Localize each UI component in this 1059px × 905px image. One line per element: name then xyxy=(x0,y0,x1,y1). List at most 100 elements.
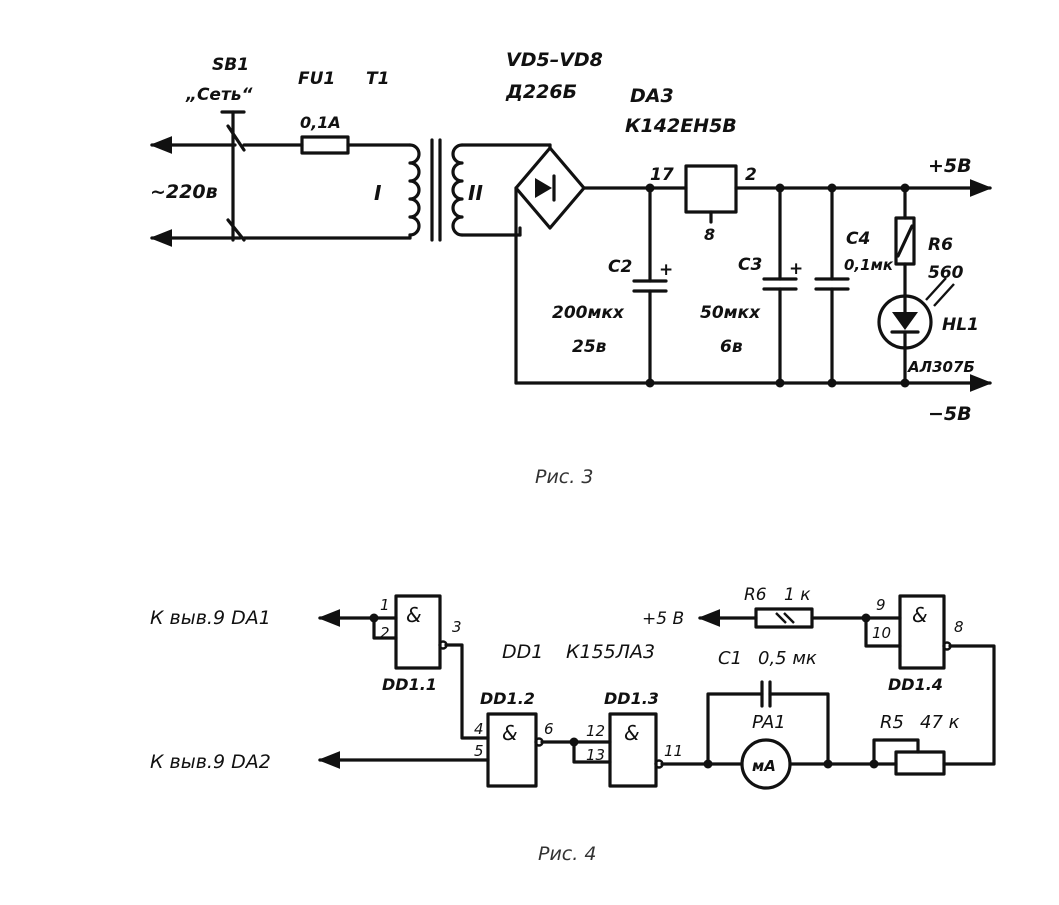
wire-c1-left xyxy=(706,692,764,766)
c3-value: 50мкх xyxy=(700,303,761,323)
transformer-t1 xyxy=(242,138,552,242)
gate-dd1-3 xyxy=(608,712,658,788)
dd1-1-pin1: 1 xyxy=(380,596,390,614)
junction-dot xyxy=(900,183,910,193)
led-hl1 xyxy=(877,277,955,385)
junction-dot xyxy=(827,378,837,388)
junction-dot xyxy=(900,378,910,388)
c3-label: C3 xyxy=(738,255,762,275)
dd1-3-pin13: 13 xyxy=(586,746,605,764)
fuse-fu1 xyxy=(300,135,350,155)
r6-label: R6 xyxy=(928,235,953,255)
junction-dot xyxy=(369,613,379,623)
regulator-da3 xyxy=(684,164,738,214)
mains-label: ~220в xyxy=(150,181,218,203)
c2-plus: + xyxy=(659,260,673,280)
dd1-label: DD1 xyxy=(502,641,543,663)
junction-dot xyxy=(775,183,785,193)
gate-dd1-1 xyxy=(394,594,442,670)
r6-label-fig4: R6 xyxy=(744,585,767,605)
junction-dot xyxy=(775,378,785,388)
fu1-label: FU1 xyxy=(298,69,335,89)
winding-1-label: I xyxy=(374,181,382,205)
gate-dd1-1-symbol: & xyxy=(406,603,422,627)
c4-value: 0,1мк xyxy=(844,256,894,274)
junction-dot xyxy=(861,613,871,623)
sb1-label: SB1 xyxy=(212,55,249,75)
r5-wiper xyxy=(872,738,920,766)
figure-3: ~220в SB1 „Сеть“ FU1 T1 0,1A I II xyxy=(149,49,993,488)
dd1-3-pin12: 12 xyxy=(586,722,605,740)
gate-dd1-3-symbol: & xyxy=(624,721,640,745)
gate-dd1-4 xyxy=(898,594,946,670)
gate-dd1-2 xyxy=(486,712,538,788)
wire-c1-right xyxy=(768,692,830,766)
hl1-type: АЛ307Б xyxy=(907,358,975,376)
dd1-2-pin4: 4 xyxy=(474,720,484,738)
r5-value: 47 к xyxy=(920,712,960,733)
junction-dot xyxy=(823,759,833,769)
c3-plus: + xyxy=(789,259,803,279)
dd1-1-input-tie xyxy=(372,616,398,640)
vd-range: VD5–VD8 xyxy=(506,49,603,71)
da3-pin2: 2 xyxy=(745,165,757,185)
plus5-label: +5В xyxy=(928,155,972,177)
figure-3-caption: Рис. 3 xyxy=(535,466,593,488)
r6-value-fig4: 1 к xyxy=(784,585,811,605)
resistor-r6-fig4 xyxy=(754,607,814,629)
dd1-1-pin2: 2 xyxy=(380,624,390,642)
da3-pin8: 8 xyxy=(704,225,715,244)
c1-value: 0,5 мк xyxy=(758,648,817,669)
gate-dd1-2-symbol: & xyxy=(502,721,518,745)
r5-label: R5 xyxy=(880,712,904,733)
dd1-2-label: DD1.2 xyxy=(480,689,535,708)
da3-label: DA3 xyxy=(630,85,674,107)
diode-bridge xyxy=(514,143,652,385)
dd1-4-pin9: 9 xyxy=(876,596,886,614)
junction-dot xyxy=(569,737,579,747)
dd1-4-pin10: 10 xyxy=(872,624,891,642)
c2-voltage: 25в xyxy=(572,337,607,357)
wire-r5-to-dd1-4 xyxy=(942,644,996,766)
dd1-2-pin6: 6 xyxy=(544,720,554,738)
junction-dot xyxy=(827,183,837,193)
dd1-3-label: DD1.3 xyxy=(604,689,659,708)
c3-voltage: 6в xyxy=(720,337,743,357)
figure-4: & 1 2 3 DD1.1 К выв.9 DA1 & 4 5 6 DD1.2 … xyxy=(150,585,996,865)
wire-3-to-4 xyxy=(444,643,490,740)
minus5-label: −5В xyxy=(928,403,972,425)
out-da1-label: К выв.9 DA1 xyxy=(150,607,271,629)
da3-type: К142ЕН5В xyxy=(625,115,737,137)
out-da2-label: К выв.9 DA2 xyxy=(150,751,271,773)
dd1-3-pin11: 11 xyxy=(664,742,683,760)
pa1-unit: мА xyxy=(752,757,776,775)
t1-label: T1 xyxy=(366,69,389,89)
da3-pin17: 17 xyxy=(650,165,674,185)
dd1-4-label: DD1.4 xyxy=(888,675,943,694)
sb1-name: „Сеть“ xyxy=(185,85,254,105)
vd-type: Д226Б xyxy=(505,81,577,103)
fuse-rating: 0,1A xyxy=(300,113,341,132)
gate-dd1-4-symbol: & xyxy=(912,603,928,627)
r6-value: 560 xyxy=(928,263,964,283)
dd1-type: К155ЛА3 xyxy=(566,641,655,663)
pa1-label: PA1 xyxy=(752,712,786,733)
dd1-4-pin8: 8 xyxy=(954,618,964,636)
dd1-4-input-tie xyxy=(864,616,902,648)
dd1-2-pin5: 5 xyxy=(474,742,484,760)
c4-label: C4 xyxy=(846,229,870,249)
dd1-1-label: DD1.1 xyxy=(382,675,437,694)
capacitor-c4 xyxy=(814,186,850,385)
switch-sb1 xyxy=(220,110,246,242)
c2-label: C2 xyxy=(608,257,632,277)
hl1-label: HL1 xyxy=(942,315,979,335)
capacitor-c3 xyxy=(762,186,798,385)
resistor-r5 xyxy=(894,750,946,776)
junction-dot xyxy=(645,378,655,388)
capacitor-c2 xyxy=(632,186,668,385)
plus5-label-fig4: +5 В xyxy=(642,609,684,629)
c1-label: C1 xyxy=(718,648,742,669)
c2-value: 200мкх xyxy=(552,303,625,323)
figure-4-caption: Рис. 4 xyxy=(538,843,596,865)
